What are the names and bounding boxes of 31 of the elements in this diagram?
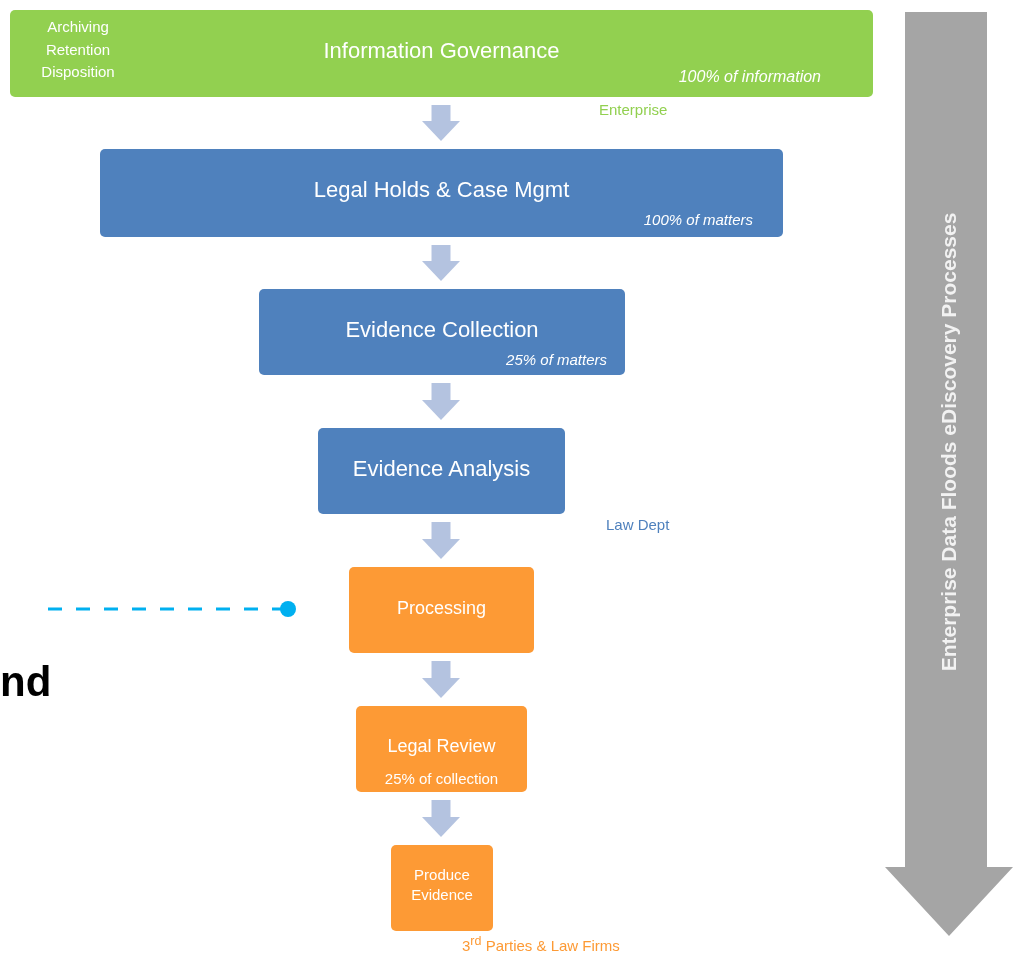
- percentage-note: 100% of information: [678, 68, 821, 86]
- box-title: Evidence Analysis: [352, 456, 531, 482]
- process-box: [318, 428, 565, 514]
- block-arrow: [422, 800, 460, 837]
- box-title: Legal Review: [387, 736, 496, 757]
- band-text: Enterprise Data Floods eDiscovery Processes: [937, 212, 961, 672]
- box-text: Archiving Retention Disposition: [40, 17, 116, 82]
- block-arrow: [422, 245, 460, 281]
- box-title: Information Governance: [323, 38, 560, 64]
- block-arrow: [422, 105, 460, 141]
- block-arrow: [422, 661, 460, 698]
- level-label: Law Dept: [606, 516, 670, 533]
- cropped-text: nd: [0, 658, 52, 706]
- box-text: 25% of collection: [384, 770, 499, 787]
- process-box: [349, 567, 534, 653]
- process-box: [10, 10, 873, 97]
- down-arrow-band: [885, 12, 1013, 936]
- percentage-note: 100% of matters: [643, 211, 753, 228]
- box-title: Evidence Collection: [345, 317, 539, 343]
- box-title: Produce Evidence: [410, 865, 474, 906]
- process-box: [259, 289, 625, 375]
- process-box: [391, 845, 493, 931]
- process-box: [100, 149, 783, 237]
- percentage-note: 25% of matters: [506, 351, 607, 368]
- level-label: 3$^{rd}$ Parties & Law Firms: [462, 934, 620, 954]
- box-title: Legal Holds & Case Mgmt: [313, 177, 570, 203]
- level-label: Enterprise: [599, 101, 668, 118]
- block-arrow: [422, 522, 460, 559]
- process-box: [356, 706, 527, 792]
- block-arrow: [422, 383, 460, 420]
- box-title: Processing: [397, 598, 486, 619]
